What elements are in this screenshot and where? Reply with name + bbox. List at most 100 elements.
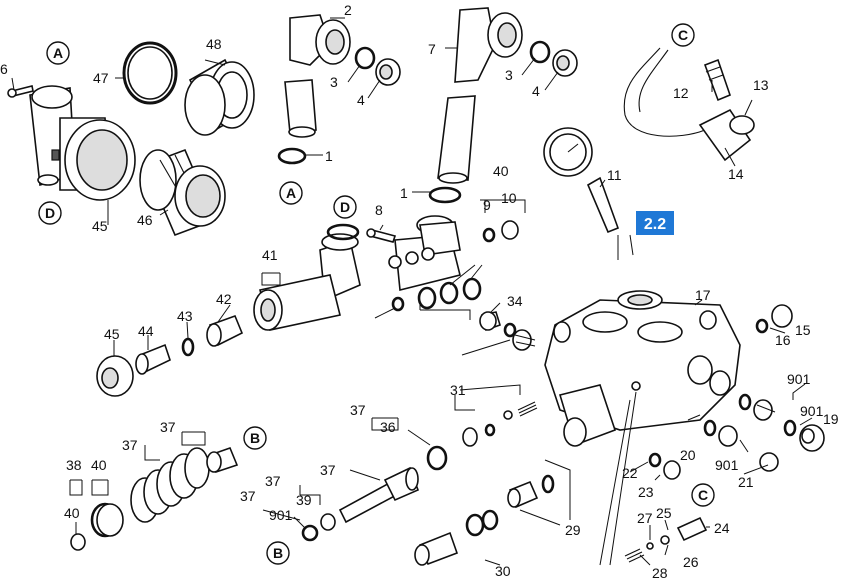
plug-10 — [501, 220, 519, 240]
svg-text:9: 9 — [483, 197, 491, 213]
pipe-upper — [284, 79, 317, 138]
svg-text:43: 43 — [177, 308, 193, 324]
svg-text:37: 37 — [122, 437, 138, 453]
cap-b — [206, 446, 239, 474]
valve-31 — [462, 401, 538, 447]
sensor-14 — [623, 47, 755, 162]
svg-text:15: 15 — [795, 322, 811, 338]
svg-text:30: 30 — [495, 563, 511, 579]
valve-30 — [414, 509, 499, 566]
leader-lines — [11, 17, 813, 566]
svg-text:20: 20 — [680, 447, 696, 463]
fitting-41 — [206, 314, 244, 347]
svg-text:D: D — [340, 199, 350, 215]
plug-19 — [799, 424, 825, 452]
svg-text:11: 11 — [607, 167, 622, 183]
oring-901d — [391, 296, 405, 312]
ref-circle-b-upper: B — [243, 426, 267, 450]
svg-text:37: 37 — [160, 419, 176, 435]
svg-text:4: 4 — [532, 83, 540, 99]
svg-text:45: 45 — [104, 326, 120, 342]
svg-text:29: 29 — [565, 522, 581, 538]
valve-right — [753, 399, 776, 421]
oring-1b — [428, 186, 462, 204]
pipe-long — [437, 95, 476, 184]
svg-text:34: 34 — [507, 293, 523, 309]
oring-d — [326, 223, 360, 241]
svg-text:901: 901 — [787, 371, 811, 387]
washer-38 — [320, 513, 336, 531]
svg-text:1: 1 — [325, 148, 333, 164]
spring-stack-37 — [130, 447, 210, 523]
oring-901c — [462, 277, 482, 301]
oring-3a — [354, 46, 376, 70]
svg-text:38: 38 — [66, 457, 82, 473]
svg-text:25: 25 — [656, 505, 672, 521]
svg-text:37: 37 — [350, 402, 366, 418]
svg-text:26: 26 — [683, 554, 699, 570]
ref-circle-d-left: D — [38, 201, 62, 225]
svg-text:40: 40 — [91, 457, 107, 473]
svg-text:23: 23 — [638, 484, 654, 500]
svg-text:40: 40 — [493, 163, 509, 179]
svg-text:17: 17 — [695, 287, 711, 303]
valve-29 — [507, 474, 555, 509]
svg-text:2: 2 — [344, 2, 352, 18]
elbow-7 — [454, 7, 523, 83]
svg-text:A: A — [53, 45, 63, 61]
nipple-24 — [676, 516, 708, 542]
oring-16 — [755, 318, 769, 334]
svg-text:27: 27 — [637, 510, 653, 526]
svg-text:901: 901 — [715, 457, 739, 473]
oring-22 — [648, 452, 662, 468]
svg-text:7: 7 — [428, 41, 436, 57]
svg-text:2.2: 2.2 — [644, 216, 666, 233]
svg-text:37: 37 — [240, 488, 256, 504]
svg-text:8: 8 — [375, 202, 383, 218]
svg-text:C: C — [678, 27, 688, 43]
svg-text:B: B — [273, 545, 283, 561]
plug-15 — [771, 304, 793, 328]
svg-text:901: 901 — [800, 403, 824, 419]
filter-47 — [139, 148, 226, 237]
svg-text:D: D — [45, 205, 55, 221]
nut-44 — [96, 355, 134, 397]
svg-text:1: 1 — [400, 185, 408, 201]
svg-text:36: 36 — [380, 419, 396, 435]
oring-3b — [529, 40, 551, 64]
ref-circle-c-bottom: C — [691, 483, 715, 507]
svg-text:24: 24 — [714, 520, 730, 536]
nipple-43 — [135, 343, 171, 375]
oring-1a — [277, 147, 307, 165]
svg-text:3: 3 — [505, 67, 513, 83]
svg-text:21: 21 — [738, 474, 754, 490]
elbow-2 — [289, 14, 351, 66]
svg-text:22: 22 — [622, 465, 638, 481]
cap-49 — [184, 58, 255, 136]
screw-6 — [7, 85, 34, 98]
svg-text:4: 4 — [357, 92, 365, 108]
svg-text:14: 14 — [728, 166, 744, 182]
svg-text:13: 13 — [753, 77, 769, 93]
svg-text:45: 45 — [92, 218, 108, 234]
valve-34 — [479, 311, 501, 332]
bolt-8 — [366, 228, 397, 243]
oring-48 — [122, 41, 178, 105]
svg-text:19: 19 — [823, 411, 839, 427]
seal-39 — [70, 533, 86, 551]
oring-45 — [301, 524, 319, 542]
pump-head-17 — [544, 290, 741, 447]
svg-text:42: 42 — [216, 291, 232, 307]
svg-text:39: 39 — [296, 492, 312, 508]
highlight-badge[interactable]: 2.2 — [636, 211, 674, 235]
svg-text:46: 46 — [137, 212, 153, 228]
svg-text:16: 16 — [775, 332, 791, 348]
oring-42 — [181, 337, 195, 357]
gauge-11 — [543, 127, 620, 234]
svg-text:37: 37 — [320, 462, 336, 478]
svg-text:A: A — [286, 185, 296, 201]
oring-901e — [738, 393, 752, 411]
